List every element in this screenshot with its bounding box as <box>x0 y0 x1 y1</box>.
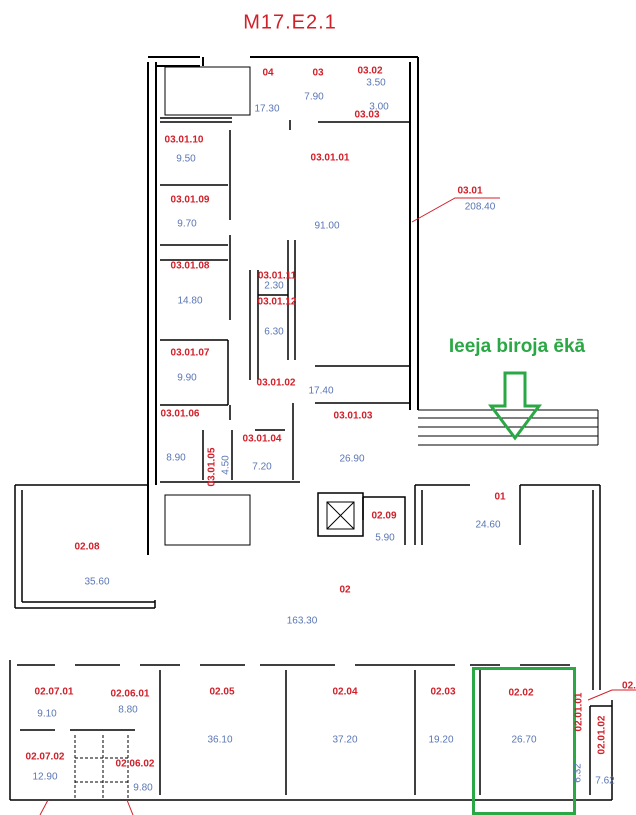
room-id: 03.01.03 <box>333 410 373 422</box>
room-area: 9.70 <box>177 218 197 230</box>
room-area: 6.32 <box>572 763 584 783</box>
room-area: 3.00 <box>369 101 389 113</box>
room-id: 02.03 <box>430 686 456 698</box>
room-area: 4.50 <box>220 455 232 475</box>
room-id: 03.01.02 <box>256 377 296 389</box>
room-id: 02.06.02 <box>115 758 155 770</box>
room-id: 04 <box>262 67 274 79</box>
room-id: 02.07.02 <box>25 751 65 763</box>
room-id: 02.08 <box>74 541 100 553</box>
room-area: 9.80 <box>133 782 153 794</box>
room-area: 91.00 <box>314 220 340 232</box>
room-area: 35.60 <box>84 576 110 588</box>
room-area: 17.40 <box>308 385 334 397</box>
room-id: 03.01.12 <box>257 296 297 308</box>
room-id: 03.01.10 <box>164 134 204 146</box>
room-area: 7.62 <box>595 775 615 787</box>
room-id: 03.01.06 <box>160 408 200 420</box>
room-area: 9.90 <box>177 372 197 384</box>
room-area: 163.30 <box>286 615 318 627</box>
room-area: 6.30 <box>264 326 284 338</box>
entrance-label: Ieeja biroja ēkā <box>448 336 586 357</box>
room-id: 02.05 <box>209 686 235 698</box>
entrance-arrow-icon <box>488 371 542 441</box>
room-area: 36.10 <box>207 734 233 746</box>
room-area: 7.90 <box>304 91 324 103</box>
room-area: 37.20 <box>332 734 358 746</box>
room-id: 03.01.11 <box>257 270 297 282</box>
room-area: 19.20 <box>428 734 454 746</box>
room-area: 24.60 <box>475 519 501 531</box>
room-area: 12.90 <box>32 771 58 783</box>
room-id: 03.01.08 <box>170 260 210 272</box>
room-id: 03.01.05 <box>206 447 218 487</box>
room-area: 2.30 <box>264 280 284 292</box>
room-id: 03 <box>312 67 324 79</box>
room-id: 02.09 <box>371 510 397 522</box>
room-area: 9.10 <box>37 708 57 720</box>
room-area: 26.90 <box>339 453 365 465</box>
room-id: 03.01.07 <box>170 347 210 359</box>
room-id: 02.01.02 <box>596 715 608 755</box>
room-area: 3.50 <box>366 77 386 89</box>
room-area: 9.50 <box>176 153 196 165</box>
room-id: 02.02 <box>508 687 534 699</box>
room-area: 5.90 <box>375 532 395 544</box>
room-id: 03.03 <box>354 109 380 121</box>
highlighted-room-outline <box>472 667 576 815</box>
room-id: 02 <box>339 584 351 596</box>
room-area: 208.40 <box>464 201 496 213</box>
room-area: 7.20 <box>252 461 272 473</box>
plan-title: M17.E2.1 <box>243 11 337 34</box>
room-area: 14.80 <box>177 295 203 307</box>
room-id: 02.01.01 <box>573 692 585 732</box>
room-id: 02.06.01 <box>110 688 150 700</box>
room-area: 17.30 <box>254 103 280 115</box>
room-area: 8.80 <box>118 704 138 716</box>
room-id-partial: 02. <box>622 680 636 692</box>
room-id: 03.01 <box>457 185 483 197</box>
room-id: 02.04 <box>332 686 358 698</box>
room-area: 26.70 <box>511 734 537 746</box>
room-id: 03.02 <box>357 65 383 77</box>
room-id: 03.01.01 <box>310 152 350 164</box>
room-id: 02.07.01 <box>34 686 74 698</box>
room-area: 8.90 <box>166 452 186 464</box>
room-id: 03.01.04 <box>242 433 282 445</box>
room-id: 03.01.09 <box>170 194 210 206</box>
room-id: 01 <box>494 491 506 503</box>
